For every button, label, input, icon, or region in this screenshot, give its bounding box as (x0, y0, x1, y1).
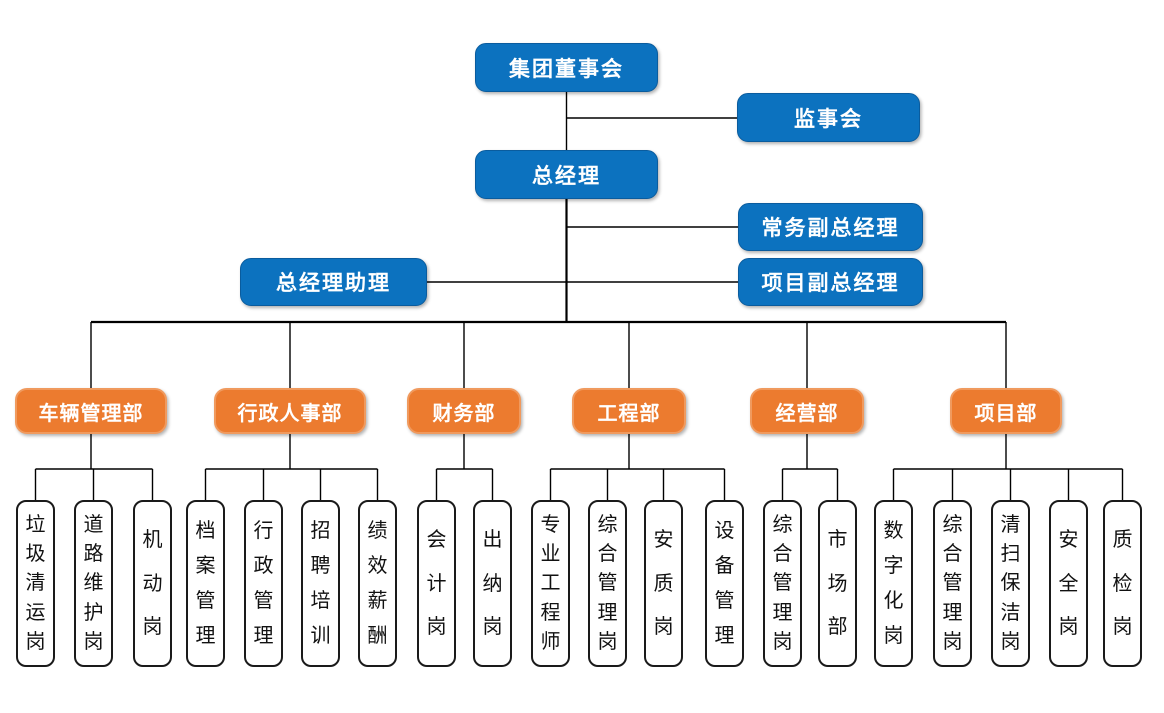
dept-engineering: 工程部 (572, 388, 686, 434)
pos-safety: 安全岗 (1049, 500, 1088, 667)
pos-admin-mgmt: 行政管理 (244, 500, 283, 667)
dept-vehicle-management: 车辆管理部 (15, 388, 167, 434)
pos-performance-pay: 绩效薪酬 (358, 500, 397, 667)
pos-road-maintenance: 道路维护岗 (74, 500, 113, 667)
node-group-board: 集团董事会 (475, 43, 658, 92)
node-supervisory-board: 监事会 (737, 93, 920, 142)
pos-quality-inspection: 质检岗 (1103, 500, 1142, 667)
node-executive-deputy-gm: 常务副总经理 (738, 203, 923, 251)
node-gm-assistant: 总经理助理 (240, 258, 427, 306)
node-project-deputy-gm: 项目副总经理 (738, 258, 923, 306)
dept-project: 项目部 (950, 388, 1062, 434)
pos-equipment-mgmt: 设备管理 (705, 500, 744, 667)
dept-admin-hr: 行政人事部 (214, 388, 366, 434)
pos-mobile: 机动岗 (133, 500, 172, 667)
pos-digitalization: 数字化岗 (874, 500, 913, 667)
pos-general-mgmt-eng: 综合管理岗 (588, 500, 627, 667)
dept-finance: 财务部 (407, 388, 521, 434)
pos-market-dept: 市场部 (818, 500, 857, 667)
pos-safety-quality: 安质岗 (644, 500, 683, 667)
pos-cashier: 出纳岗 (473, 500, 512, 667)
pos-archives-mgmt: 档案管理 (186, 500, 225, 667)
pos-garbage-clearing: 垃圾清运岗 (16, 500, 55, 667)
pos-general-mgmt-biz: 综合管理岗 (763, 500, 802, 667)
pos-professional-engineer: 专业工程师 (531, 500, 570, 667)
pos-recruit-training: 招聘培训 (301, 500, 340, 667)
dept-business: 经营部 (750, 388, 864, 434)
pos-accounting: 会计岗 (417, 500, 456, 667)
connector-trunk-lines (91, 199, 1006, 324)
connector-thin-lines (34, 92, 1124, 500)
pos-general-mgmt-proj: 综合管理岗 (933, 500, 972, 667)
node-general-manager: 总经理 (475, 150, 658, 199)
pos-cleaning: 清扫保洁岗 (991, 500, 1030, 667)
